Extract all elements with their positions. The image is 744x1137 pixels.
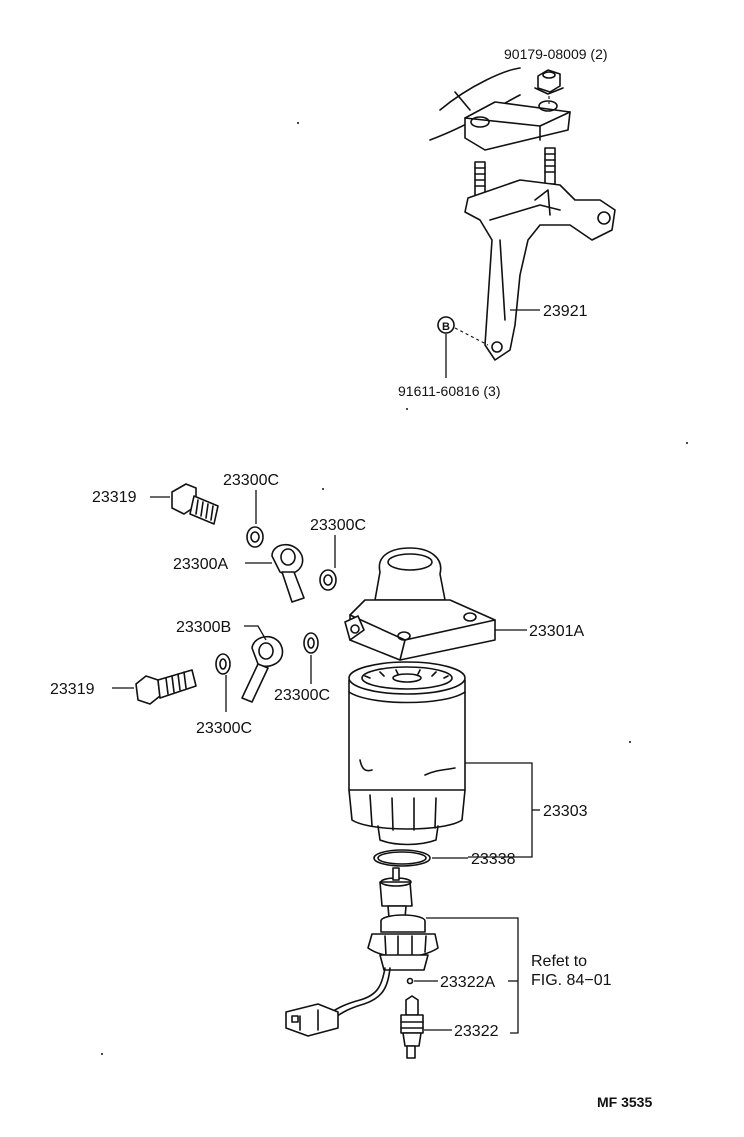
label-refer-line1: Refet to: [531, 953, 587, 970]
label-gasket-1: 23300C: [223, 472, 279, 489]
hose-fitting-b: [241, 635, 284, 703]
gasket-upper-1: [246, 526, 264, 548]
bolt-b-symbol: B: [437, 316, 455, 334]
sensor-housing: [367, 914, 439, 971]
o-ring: [373, 849, 431, 867]
label-filter-element: 23303: [543, 803, 588, 820]
union-bolt-upper: [171, 483, 219, 525]
label-sensor-oring: 23322A: [440, 974, 495, 991]
label-filter-head: 23301A: [529, 623, 584, 640]
label-bracket: 23921: [543, 303, 588, 320]
label-hose-a: 23300A: [173, 556, 228, 573]
footer-code: MF 3535: [597, 1094, 652, 1110]
union-bolt-lower: [135, 669, 197, 705]
label-union-bolt-1: 23319: [92, 489, 137, 506]
scan-specks: [101, 122, 688, 1055]
wire-connector: [285, 967, 391, 1037]
label-o-ring: 23338: [471, 851, 516, 868]
gasket-lower: [215, 653, 231, 675]
label-nut-top: 90179-08009 (2): [504, 46, 608, 62]
filter-head: [344, 547, 496, 661]
gasket-upper-2: [319, 569, 337, 591]
hose-fitting-a: [271, 543, 305, 603]
label-refer-line2: FIG. 84−01: [531, 972, 612, 989]
engine-boss: [429, 67, 571, 151]
label-gasket-4: 23300C: [196, 720, 252, 737]
label-sensor: 23322: [454, 1023, 499, 1040]
sensor-probe: [400, 995, 424, 1059]
bolt-symbol-letter: B: [442, 321, 450, 333]
sensor-oring: [406, 977, 414, 985]
label-hose-b: 23300B: [176, 619, 231, 636]
label-union-bolt-2: 23319: [50, 681, 95, 698]
label-gasket-3: 23300C: [274, 687, 330, 704]
bolt-b-leader: [454, 327, 489, 346]
gasket-mid: [303, 632, 319, 654]
drain-plug: [379, 867, 413, 919]
label-bolt-b: 91611-60816 (3): [398, 383, 500, 399]
label-gasket-2: 23300C: [310, 517, 366, 534]
bracket-23921: [464, 179, 616, 361]
filter-element: [348, 661, 466, 846]
flange-nut: [534, 69, 564, 95]
